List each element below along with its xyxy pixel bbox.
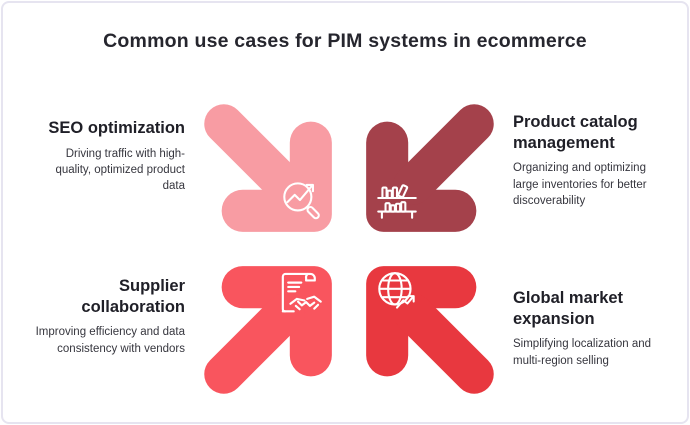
arrow-cluster	[197, 97, 501, 401]
globe-trend-icon	[370, 268, 424, 318]
contract-handshake-icon	[269, 268, 327, 320]
use-case-block-global: Global market expansion Simplifying loca…	[513, 288, 665, 369]
arrow-shape-down-right	[204, 104, 332, 232]
use-case-block-catalog: Product catalog management Organizing an…	[513, 112, 665, 209]
use-case-description: Organizing and optimizing large inventor…	[513, 162, 647, 207]
arrow-shaft	[392, 292, 494, 394]
arrow-global	[356, 256, 501, 401]
use-case-description: Simplifying localization and multi-regio…	[513, 338, 652, 367]
use-case-heading: Supplier collaboration	[81, 277, 185, 316]
arrow-shape-up-left	[366, 266, 494, 394]
arrow-seo	[197, 97, 342, 242]
use-case-heading: Global market expansion	[513, 289, 624, 328]
use-case-block-supplier: Supplier collaboration Improving efficie…	[30, 276, 185, 357]
bookshelf-icon	[372, 173, 422, 223]
arrow-supplier	[197, 256, 342, 401]
arrow-head	[221, 121, 332, 232]
arrow-shaft	[392, 104, 494, 206]
use-case-description: Improving efficiency and data consistenc…	[35, 326, 185, 355]
arrow-shaft	[204, 104, 306, 206]
use-case-heading: SEO optimization	[48, 119, 185, 137]
arrow-shape-up-right	[204, 266, 332, 394]
page-title: Common use cases for PIM systems in ecom…	[103, 30, 587, 52]
search-trend-icon	[277, 174, 327, 224]
arrow-head	[366, 266, 477, 377]
use-case-heading: Product catalog management	[513, 113, 638, 152]
use-case-block-seo: SEO optimization Driving traffic with hi…	[35, 118, 185, 195]
arrow-shaft	[204, 292, 306, 394]
arrow-head	[221, 266, 332, 377]
arrow-catalog	[356, 97, 501, 242]
use-case-description: Driving traffic with high-quality, optim…	[55, 147, 185, 193]
